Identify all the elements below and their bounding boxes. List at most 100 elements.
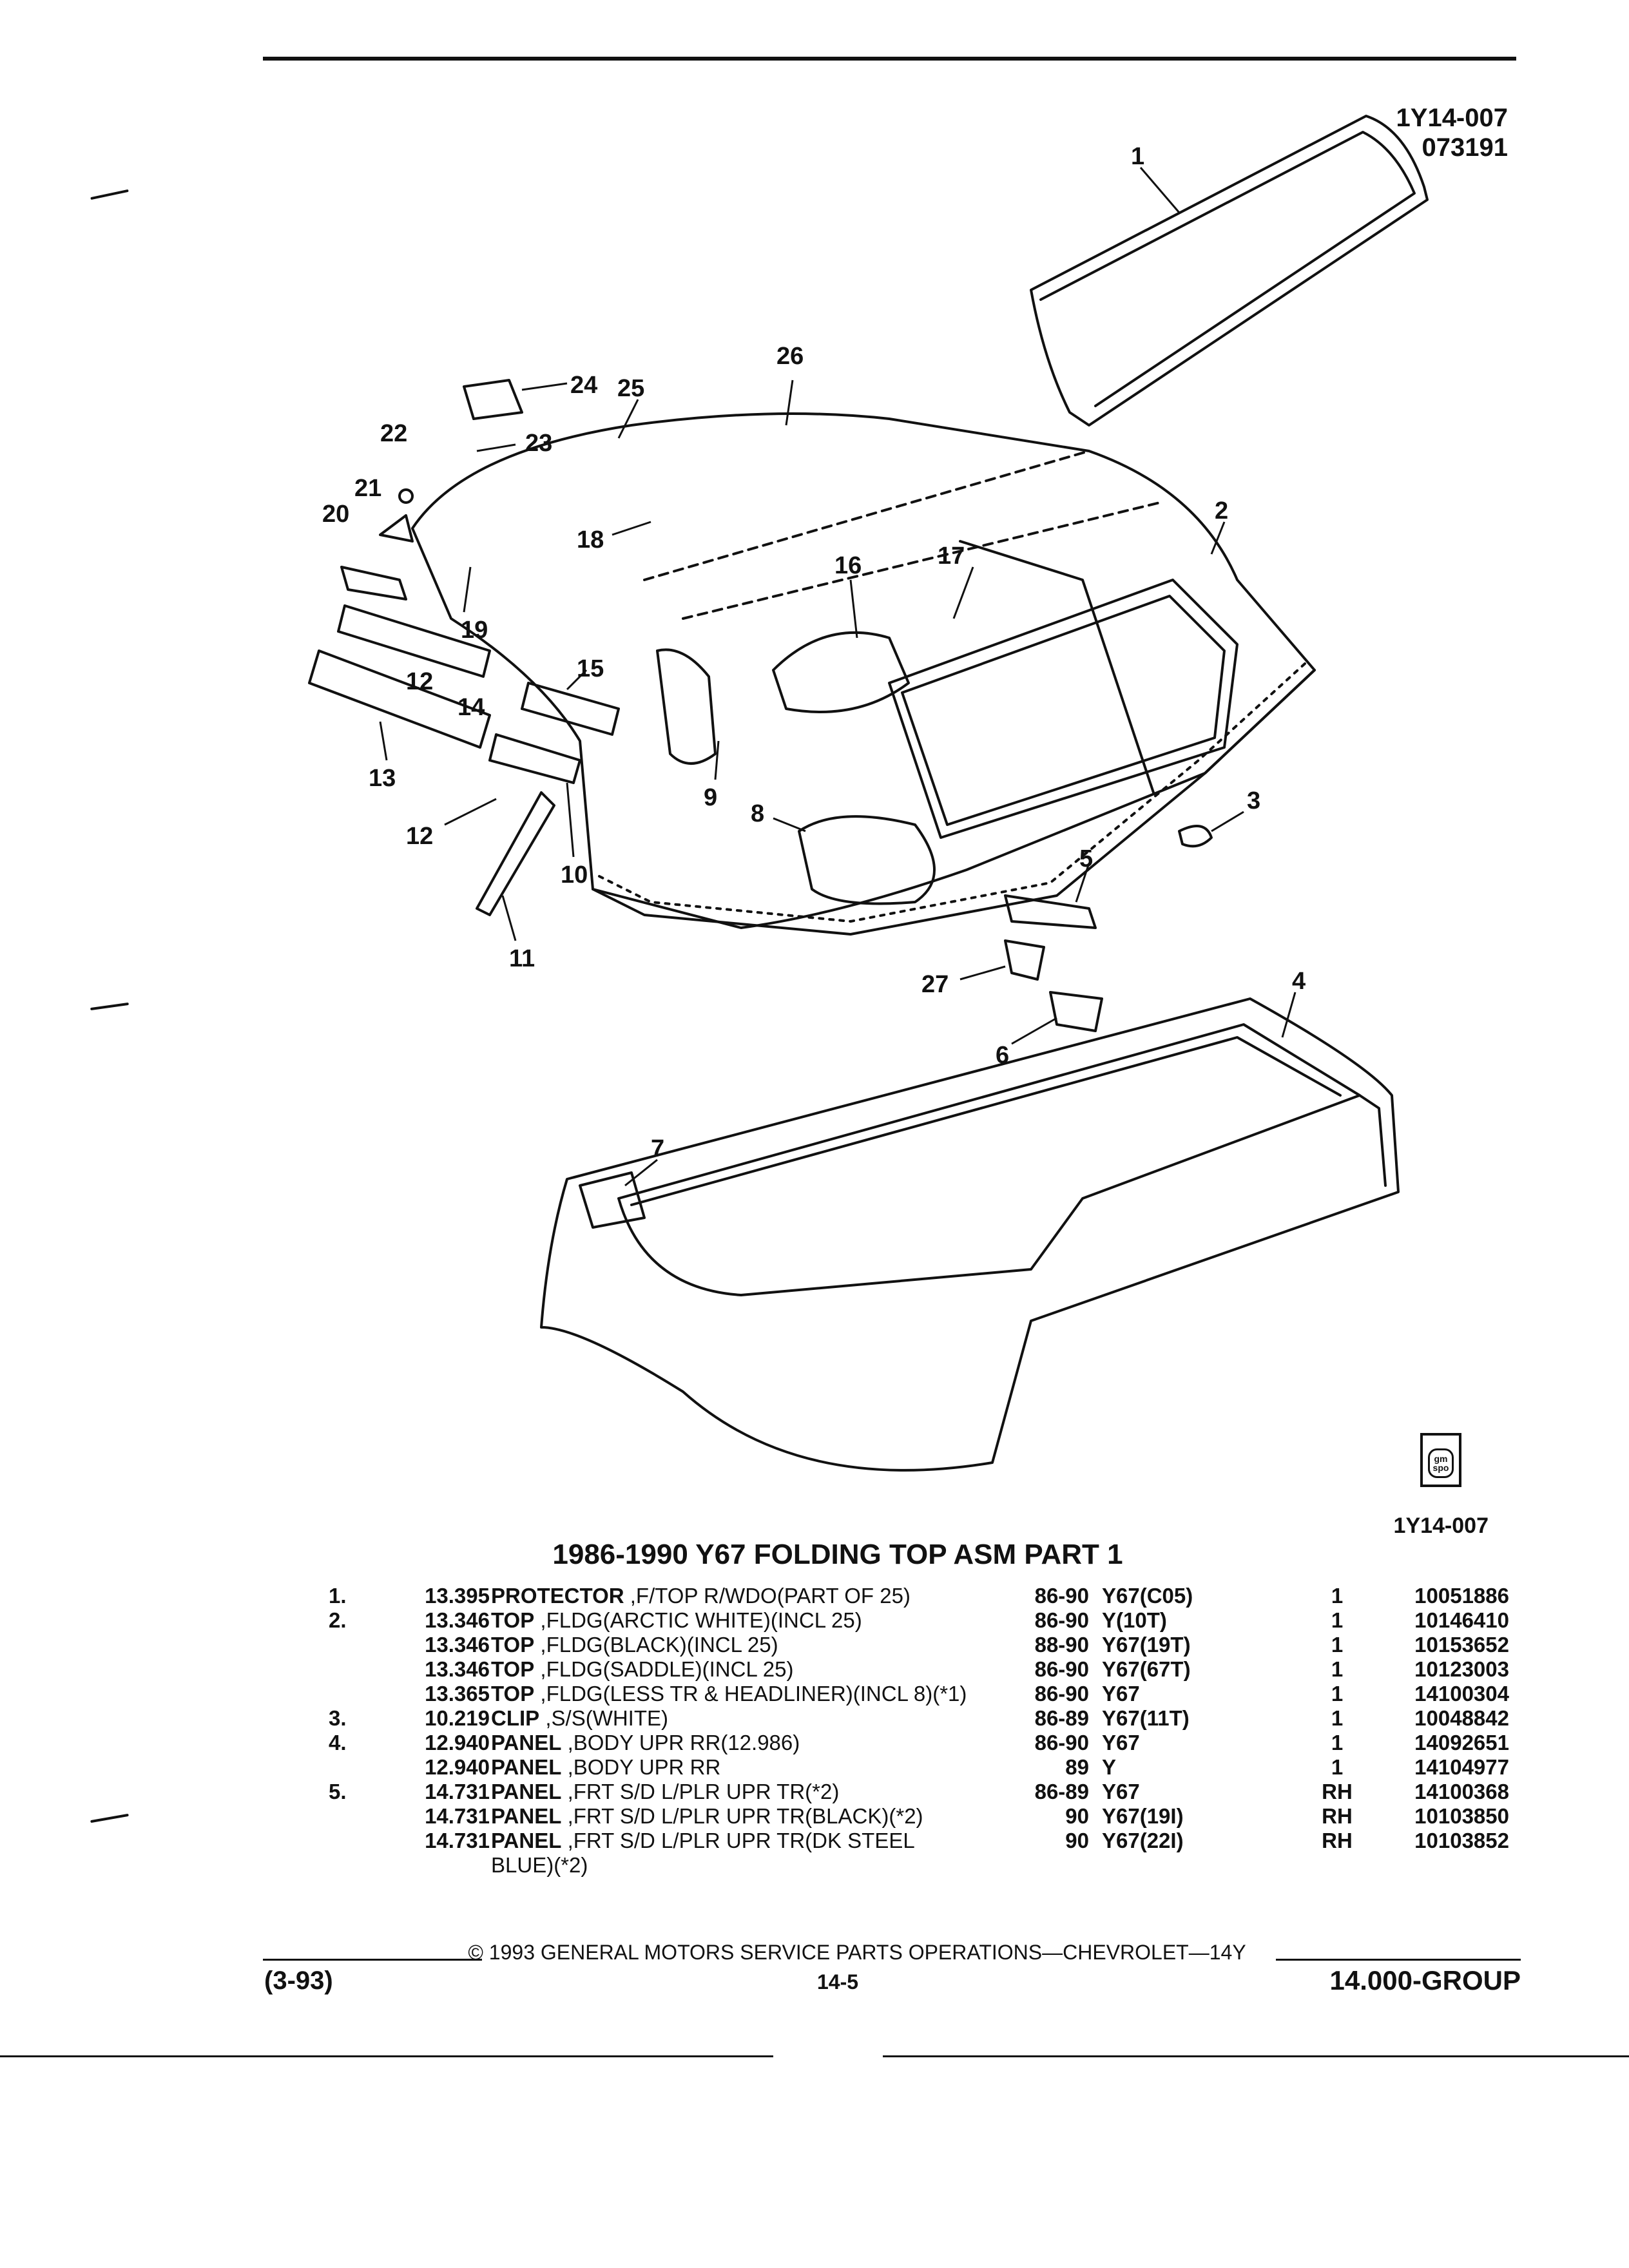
years: 86-90 [1034, 1731, 1089, 1754]
group-code: 12.940 [425, 1755, 490, 1779]
part-name: PANEL [491, 1804, 562, 1828]
leader-13 [379, 721, 388, 761]
callout-12: 12 [406, 668, 433, 695]
model: Y67(67T) [1102, 1657, 1191, 1681]
quantity: 1 [1331, 1657, 1344, 1681]
years: 86-89 [1034, 1780, 1089, 1803]
part-detail: ,BODY UPR RR(12.986) [561, 1731, 800, 1754]
part-detail: ,FLDG(LESS TR & HEADLINER)(INCL 8)(*1) [534, 1682, 967, 1706]
leader-10 [566, 782, 575, 858]
model: Y67(19T) [1102, 1633, 1191, 1657]
leader-1 [1139, 167, 1181, 213]
part-name: PANEL [491, 1731, 562, 1754]
rear-panel-inner [617, 1023, 1361, 1296]
part-detail: ,BODY UPR RR [561, 1755, 721, 1779]
part-name: PANEL [491, 1780, 562, 1803]
leader-3 [1211, 811, 1244, 832]
clip-3 [1178, 825, 1213, 848]
callout-2: 2 [1215, 497, 1228, 524]
bottom-rule-right [883, 2055, 1629, 2057]
quantity: 1 [1331, 1584, 1344, 1608]
callout-26: 26 [776, 343, 804, 370]
description: TOP ,FLDG(BLACK)(INCL 25) [491, 1633, 994, 1657]
leader-12a [444, 798, 497, 826]
footer-date: (3-93) [264, 1966, 333, 1995]
quantity: 1 [1331, 1682, 1344, 1706]
quantity: 1 [1331, 1706, 1344, 1730]
callout-21: 21 [354, 475, 381, 502]
years: 86-89 [1034, 1706, 1089, 1730]
illustration-id-bottom: 1Y14-007 [1393, 1514, 1489, 1538]
years: 86-90 [1034, 1608, 1089, 1632]
leader-6 [1011, 1017, 1057, 1045]
description: CLIP ,S/S(WHITE) [491, 1706, 994, 1731]
callout-group: 1 2 3 4 5 6 7 8 9 10 11 12 12 13 14 15 1… [322, 143, 1306, 1162]
part-number: 10103852 [1414, 1829, 1509, 1852]
callout-27: 27 [921, 971, 949, 998]
model: Y67(11T) [1102, 1706, 1190, 1730]
callout-6: 6 [996, 1042, 1009, 1069]
part-name: TOP [491, 1608, 535, 1632]
part-detail: ,FRT S/D L/PLR UPR TR(*2) [561, 1780, 840, 1803]
exploded-parts-diagram: 1 2 3 4 5 6 7 8 9 10 11 12 12 13 14 15 1… [308, 115, 1429, 1472]
part-name: CLIP [491, 1706, 540, 1730]
section-title: 1986-1990 Y67 FOLDING TOP ASM PART 1 [552, 1539, 1123, 1570]
model: Y67 [1102, 1731, 1140, 1754]
illustration-number: 1Y14-007 [1396, 104, 1508, 132]
model: Y67 [1102, 1780, 1140, 1803]
rear-panel-side [1358, 1094, 1387, 1187]
callout-5: 5 [1079, 845, 1093, 872]
protector-outline [1030, 115, 1429, 427]
leader-7 [624, 1158, 658, 1187]
item-number: 3. [329, 1706, 347, 1730]
group-code: 10.219 [425, 1706, 490, 1730]
leader-16 [849, 579, 858, 639]
leader-4 [1281, 992, 1296, 1038]
callout-4: 4 [1292, 968, 1306, 995]
callout-22: 22 [380, 420, 407, 447]
item-number: 1. [329, 1584, 347, 1608]
part-name: PROTECTOR [491, 1584, 624, 1608]
top-skirt-stitch [598, 662, 1306, 923]
rail-13 [308, 649, 491, 749]
callout-24: 24 [570, 372, 597, 399]
leader-23 [476, 443, 516, 452]
group-code: 13.365 [425, 1682, 490, 1706]
part-number: 10123003 [1414, 1657, 1509, 1681]
part-number: 14100304 [1414, 1682, 1509, 1706]
callout-14: 14 [458, 694, 485, 721]
part-detail: ,FLDG(BLACK)(INCL 25) [534, 1633, 778, 1657]
callout-11: 11 [509, 945, 535, 972]
callout-8: 8 [751, 800, 764, 827]
leader-18 [612, 521, 651, 536]
part-6 [1049, 991, 1103, 1032]
model: Y67(19I) [1102, 1804, 1184, 1828]
item-number: 4. [329, 1731, 347, 1754]
part-16 [772, 631, 910, 713]
footer-copyright: © 1993 GENERAL MOTORS SERVICE PARTS OPER… [468, 1941, 1246, 1964]
top-seam-2 [682, 501, 1161, 620]
leader-25 [617, 399, 639, 439]
part-name: PANEL [491, 1829, 562, 1852]
bracket-21 [379, 514, 414, 543]
part-5 [1004, 894, 1097, 929]
quantity: RH [1322, 1780, 1353, 1803]
item-number: 2. [329, 1608, 347, 1632]
years: 90 [1065, 1829, 1089, 1852]
bottom-rule-left [0, 2055, 773, 2057]
part-7-vent [579, 1171, 646, 1229]
callout-7: 7 [651, 1135, 664, 1162]
illustration-id-top: 1Y14-007 073191 [1327, 103, 1508, 162]
callout-16: 16 [834, 552, 862, 579]
part-name: PANEL [491, 1755, 562, 1779]
callout-13: 13 [369, 765, 396, 792]
leader-24 [521, 382, 568, 391]
group-code: 13.346 [425, 1633, 490, 1657]
model: Y67(C05) [1102, 1584, 1193, 1608]
callout-18: 18 [577, 526, 604, 553]
callout-23: 23 [525, 430, 552, 457]
